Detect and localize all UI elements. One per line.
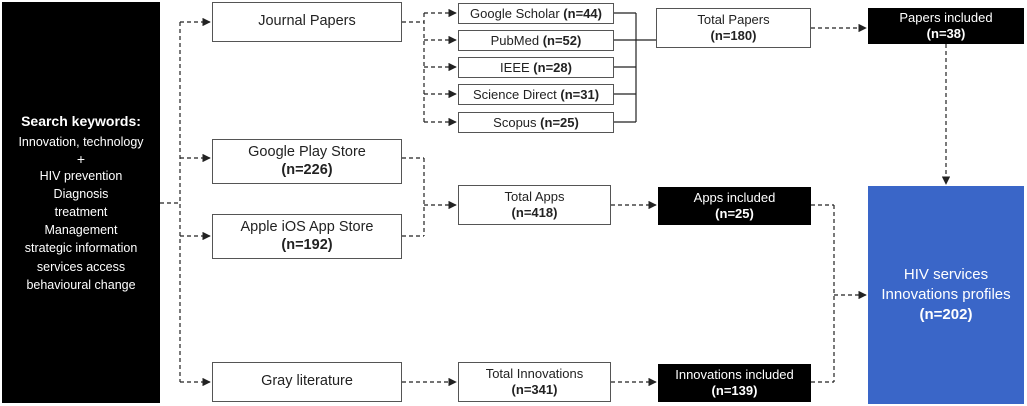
apple-ios-store-label: Apple iOS App Store	[240, 219, 374, 236]
database-count: (n=44)	[563, 5, 602, 21]
database-label: PubMed	[490, 32, 540, 48]
result-count: (n=202)	[919, 306, 973, 324]
total-apps-count: (n=418)	[511, 205, 558, 220]
journal-papers-box: Journal Papers	[212, 2, 402, 42]
apps-included-label: Apps included	[693, 190, 776, 206]
total-apps-label: Total Apps	[504, 189, 565, 205]
total-innovations-box: Total Innovations (n=341)	[458, 362, 611, 402]
innovations-included-box: Innovations included (n=139)	[658, 364, 811, 402]
database-scopus-box: Scopus (n=25)	[458, 112, 614, 133]
apps-included-box: Apps included (n=25)	[658, 187, 811, 225]
innovations-included-count: (n=139)	[711, 383, 758, 398]
apps-included-count: (n=25)	[715, 206, 754, 221]
papers-included-count: (n=38)	[926, 26, 966, 41]
total-apps-box: Total Apps (n=418)	[458, 185, 611, 225]
google-play-store-box: Google Play Store (n=226)	[212, 139, 402, 184]
search-term: behavioural change	[26, 277, 136, 292]
database-label: Google Scholar	[470, 5, 560, 21]
total-papers-box: Total Papers (n=180)	[656, 8, 811, 48]
papers-included-label: Papers included	[899, 10, 993, 26]
gray-literature-label: Gray literature	[261, 373, 353, 390]
search-keywords-heading: Search keywords:	[21, 113, 141, 130]
database-label: IEEE	[500, 59, 530, 75]
search-term: HIV prevention	[39, 168, 123, 183]
database-pubmed-box: PubMed (n=52)	[458, 30, 614, 51]
database-ieee-box: IEEE (n=28)	[458, 57, 614, 78]
total-innovations-count: (n=341)	[511, 382, 558, 397]
plus-sign: +	[76, 150, 86, 167]
search-term: services access	[36, 259, 126, 274]
gray-literature-box: Gray literature	[212, 362, 402, 402]
search-keywords-line: Innovation, technology	[18, 135, 144, 150]
database-google-scholar-box: Google Scholar (n=44)	[458, 3, 614, 24]
hiv-innovations-profiles-box: HIV services Innovations profiles (n=202…	[868, 186, 1024, 404]
total-innovations-label: Total Innovations	[485, 366, 584, 382]
database-count: (n=28)	[533, 59, 572, 75]
search-term: treatment	[54, 205, 108, 220]
database-science-direct-box: Science Direct (n=31)	[458, 84, 614, 105]
result-line-2: Innovations profiles	[881, 285, 1011, 303]
apple-ios-store-count: (n=192)	[281, 236, 333, 253]
total-papers-label: Total Papers	[697, 12, 770, 28]
innovations-included-label: Innovations included	[675, 367, 794, 383]
papers-included-box: Papers included (n=38)	[868, 8, 1024, 44]
total-papers-count: (n=180)	[710, 28, 757, 43]
google-play-store-count: (n=226)	[281, 161, 333, 178]
database-label: Scopus	[493, 114, 537, 130]
database-count: (n=25)	[540, 114, 579, 130]
google-play-store-label: Google Play Store	[248, 144, 366, 161]
search-keywords-box: Search keywords: Innovation, technology …	[2, 2, 160, 403]
search-term: strategic information	[24, 241, 138, 256]
search-term: Diagnosis	[53, 187, 109, 202]
database-label: Science Direct	[472, 86, 557, 102]
search-term: Management	[44, 223, 118, 238]
apple-ios-store-box: Apple iOS App Store (n=192)	[212, 214, 402, 259]
database-count: (n=52)	[542, 32, 582, 48]
database-count: (n=31)	[560, 86, 600, 102]
result-line-1: HIV services	[903, 265, 989, 283]
journal-papers-label: Journal Papers	[258, 13, 356, 30]
